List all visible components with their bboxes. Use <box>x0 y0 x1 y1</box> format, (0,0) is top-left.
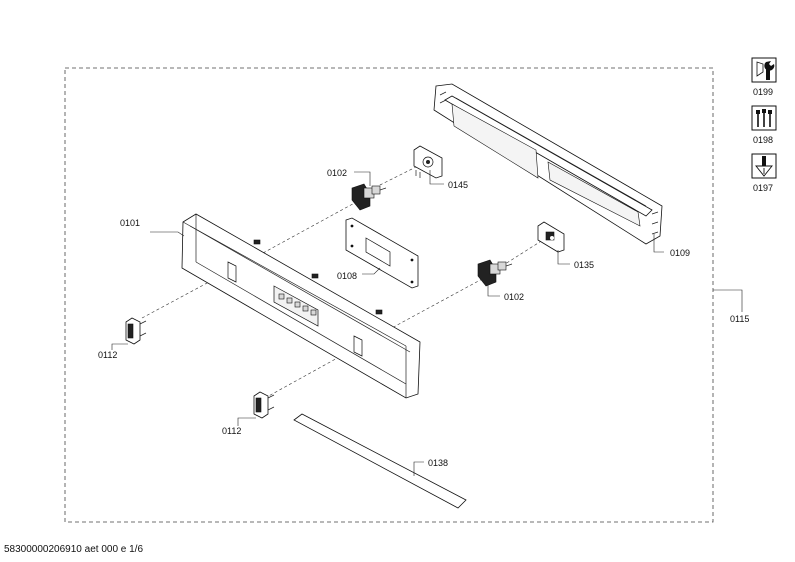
label-0101: 0101 <box>120 218 140 228</box>
label-0138: 0138 <box>428 458 448 468</box>
switch-0145 <box>413 145 443 179</box>
service-icons: 0199 0198 0197 <box>751 57 777 193</box>
knob-0102-upper <box>351 183 387 211</box>
wrench-icon <box>751 57 777 83</box>
label-0112-right: 0112 <box>222 426 241 436</box>
label-0115: 0115 <box>730 314 749 324</box>
rear-frame-0109 <box>433 83 663 245</box>
clip-0112-left <box>125 317 147 345</box>
switch-0135 <box>537 221 565 253</box>
screws-icon <box>751 105 777 131</box>
electronic-board-0108 <box>345 217 419 289</box>
document-footer-code: 58300000206910 aet 000 e 1/6 <box>4 544 144 555</box>
seal-strip-0138 <box>293 413 467 509</box>
label-0145: 0145 <box>448 180 468 190</box>
label-0109: 0109 <box>670 248 690 258</box>
label-0102-upper: 0102 <box>327 168 347 178</box>
assembly-boundary <box>64 67 714 523</box>
part-labels: 0101 0102 0145 0108 0109 0135 0102 0112 … <box>98 168 749 468</box>
control-panel-0101 <box>181 213 421 399</box>
icon-label-0197: 0197 <box>753 183 773 193</box>
label-0112-left: 0112 <box>98 350 117 360</box>
icon-label-0199: 0199 <box>753 87 773 97</box>
clip-0112-right <box>253 391 275 419</box>
label-0135: 0135 <box>574 260 594 270</box>
lubricant-icon <box>751 153 777 179</box>
leader-lines <box>111 170 743 476</box>
label-0108: 0108 <box>337 271 357 281</box>
label-0102-lower: 0102 <box>504 292 524 302</box>
knob-0102-lower <box>477 259 513 287</box>
icon-label-0198: 0198 <box>753 135 773 145</box>
